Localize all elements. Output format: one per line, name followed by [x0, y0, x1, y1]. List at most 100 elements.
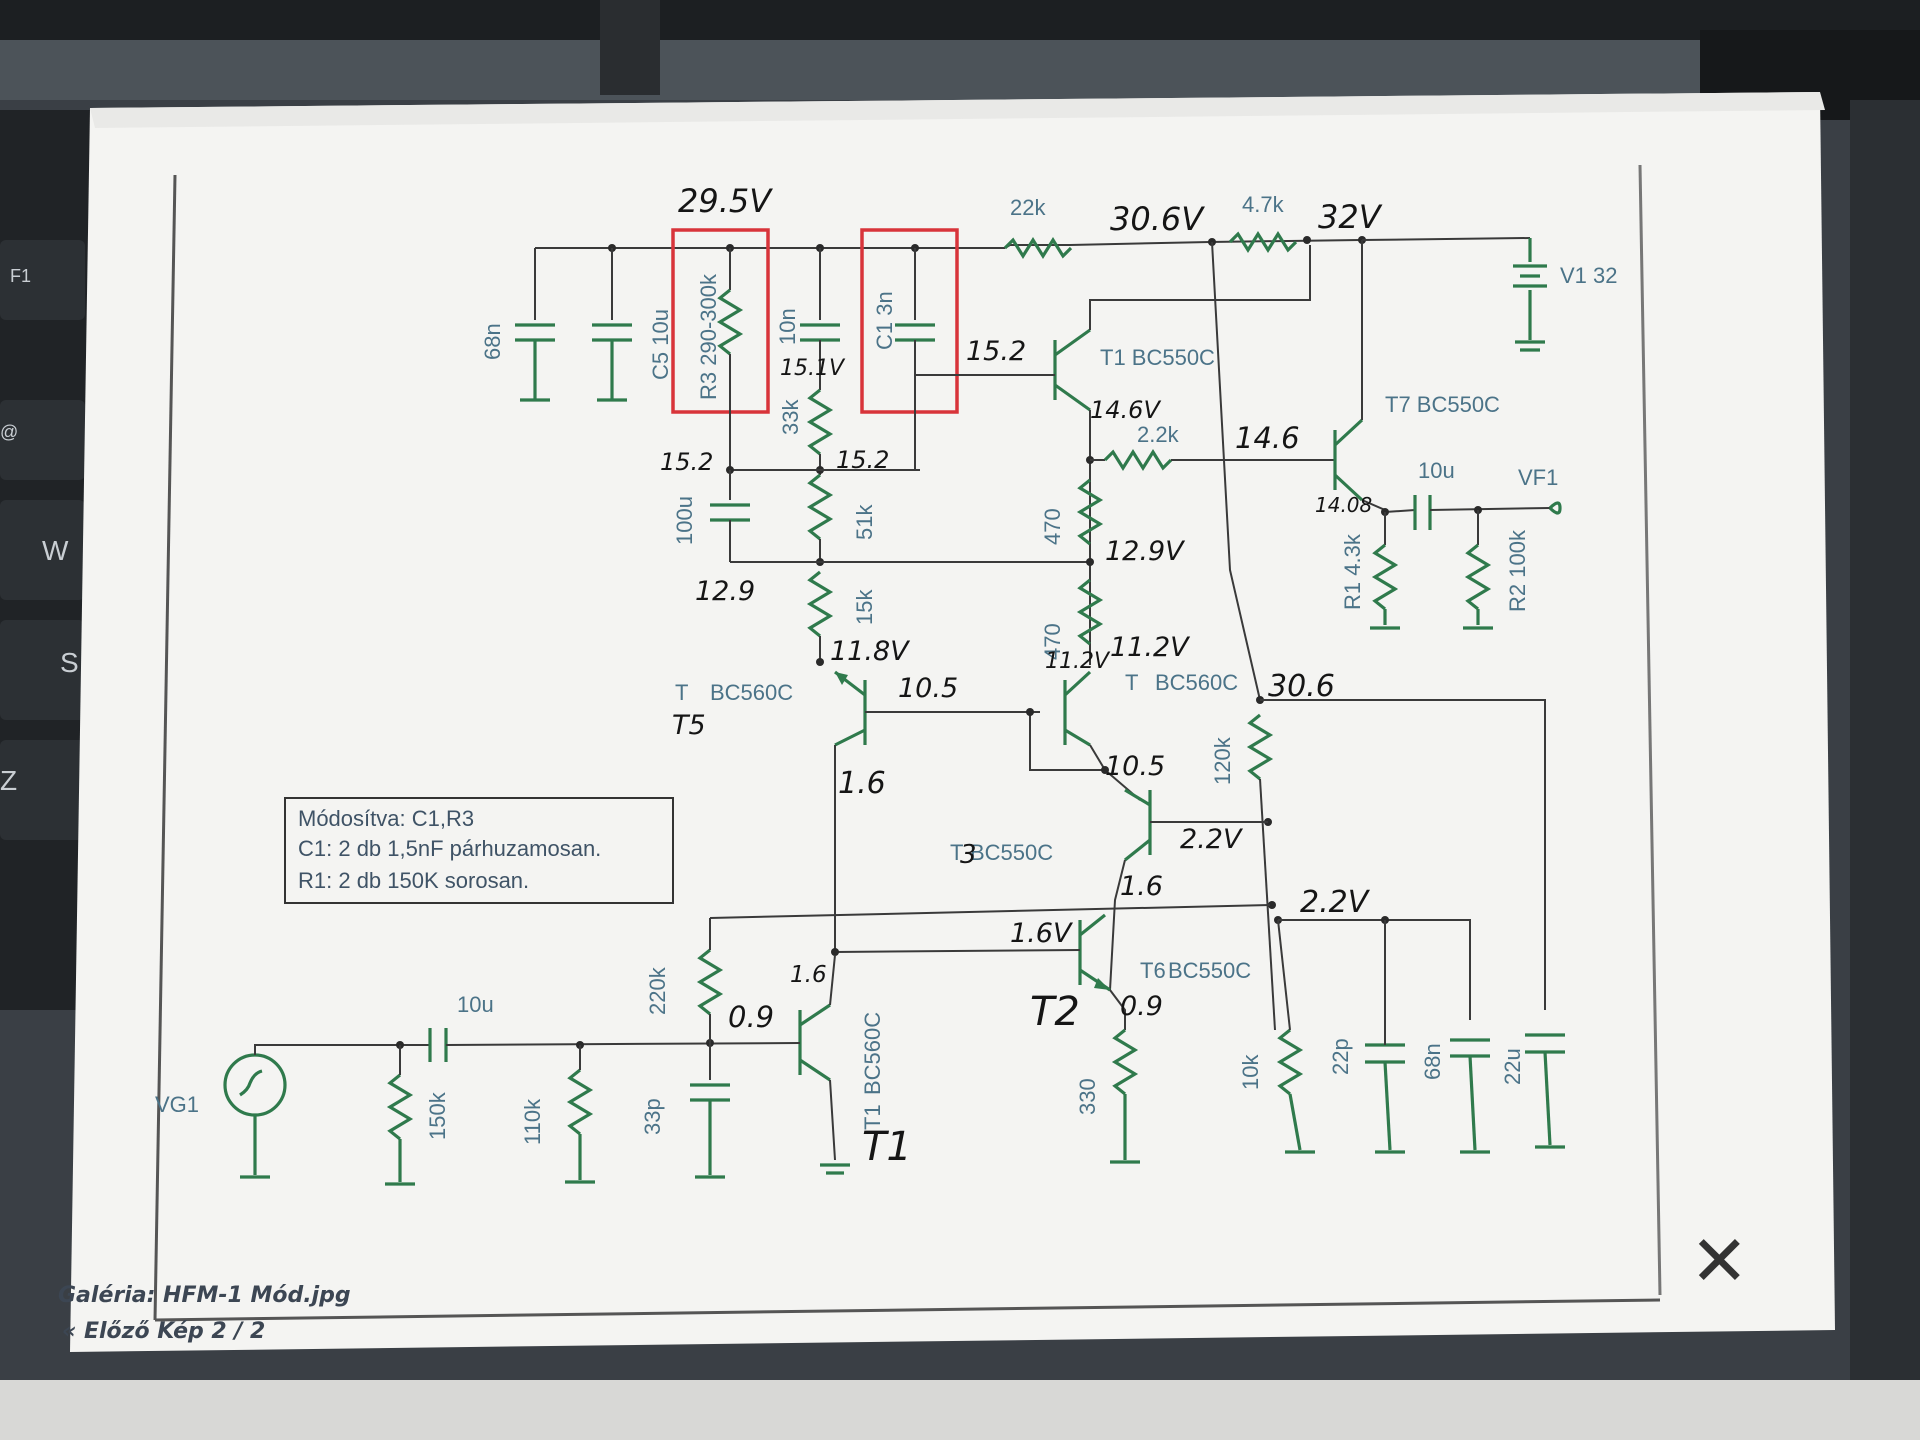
label-110k: 110k — [520, 1098, 545, 1145]
note-line1: Módosítva: C1,R3 — [298, 806, 474, 831]
label-t4-type: BC560C — [1155, 670, 1238, 695]
label-t1-type: BC560C — [860, 1012, 885, 1095]
key-s: S — [60, 647, 79, 678]
label-t5-type: BC560C — [710, 680, 793, 705]
label-v1: V1 32 — [1560, 263, 1618, 288]
hw-32v: 32V — [1318, 198, 1383, 236]
label-470a: 470 — [1040, 508, 1065, 545]
key-z: Z — [0, 765, 17, 796]
label-470b: 470 — [1040, 623, 1065, 660]
label-10u-out: 10u — [1418, 458, 1455, 483]
hw-11-8v: 11.8V — [830, 636, 911, 667]
label-68n-bottom: 68n — [1420, 1043, 1445, 1080]
right-edge — [1850, 100, 1920, 1440]
gallery-title: Galéria: HFM-1 Mód.jpg — [58, 1283, 351, 1308]
schematic: 22k 4.7k V1 32 68n C5 10u R3 290-300k — [155, 192, 1618, 1186]
label-t1-prefix: T1 — [860, 1104, 885, 1130]
label-22u: 22u — [1500, 1048, 1525, 1085]
label-10n: 10n — [775, 308, 800, 345]
hw-15-1v: 15.1V — [780, 356, 846, 381]
highlight-c1 — [860, 228, 959, 414]
label-r2: R2 100k — [1505, 529, 1530, 612]
label-t2-prefix: T6 — [1140, 958, 1166, 983]
hw-2-2v-b: 2.2V — [1300, 885, 1371, 920]
hw-14-6v: 14.6V — [1090, 396, 1161, 424]
hw-2-2v-a: 2.2V — [1180, 824, 1244, 855]
label-t5-prefix: T — [675, 680, 688, 705]
bottom-surface — [0, 1380, 1920, 1440]
label-4-7k: 4.7k — [1242, 192, 1285, 217]
hw-t3-number: 3 — [960, 840, 977, 870]
hw-t1: T1 — [862, 1124, 912, 1170]
note-line3: R1: 2 db 150K sorosan. — [298, 868, 529, 893]
label-c1: C1 3n — [872, 291, 897, 350]
hw-12-9v: 12.9V — [1105, 536, 1186, 567]
hw-10-5-b: 10.5 — [1105, 751, 1165, 782]
hw-11-2v-b: 11.2V — [1110, 632, 1191, 663]
hw-15-2-left: 15.2 — [660, 448, 713, 476]
handwritten-annotations: 29.5V 30.6V 32V 15.2 15.1V 14.6V 14.6 15… — [660, 182, 1383, 1170]
label-100u: 100u — [672, 496, 697, 545]
label-t3-prefix: T — [950, 840, 963, 865]
paper-shadow — [90, 92, 1825, 128]
label-33p: 33p — [640, 1098, 665, 1135]
label-2-2k: 2.2k — [1137, 422, 1180, 447]
label-10u-in: 10u — [457, 992, 494, 1017]
hw-14-6: 14.6 — [1235, 421, 1300, 455]
note-line2: C1: 2 db 1,5nF párhuzamosan. — [298, 836, 601, 861]
label-t1-top: T1 BC550C — [1100, 345, 1215, 370]
label-10k: 10k — [1238, 1054, 1263, 1090]
hw-1-6-b: 1.6 — [1120, 871, 1163, 902]
label-22k: 22k — [1010, 195, 1046, 220]
hw-15-2-mid: 15.2 — [836, 446, 889, 474]
paper-sheet — [70, 92, 1835, 1352]
label-vf1: VF1 — [1518, 465, 1558, 490]
hw-t5: T5 — [672, 710, 706, 741]
hw-10-5-a: 10.5 — [898, 673, 958, 704]
key-w: W — [42, 535, 69, 566]
highlight-r3 — [671, 228, 770, 414]
label-68n-top: 68n — [480, 323, 505, 360]
monitor-stand-area — [0, 40, 1920, 100]
monitor-bezel — [0, 0, 1920, 40]
label-33k: 33k — [778, 399, 803, 435]
label-t3-type: BC550C — [970, 840, 1053, 865]
label-t4-prefix: T — [1125, 670, 1138, 695]
label-c5: C5 10u — [648, 309, 673, 380]
hw-12-9: 12.9 — [695, 576, 755, 607]
hw-30-6: 30.6 — [1268, 669, 1335, 704]
label-22p: 22p — [1328, 1038, 1353, 1075]
label-t7: T7 BC550C — [1385, 392, 1500, 417]
label-t2-type: BC550C — [1168, 958, 1251, 983]
hw-t2: T2 — [1030, 989, 1080, 1035]
label-15k: 15k — [852, 589, 877, 625]
hw-29-5v: 29.5V — [678, 182, 773, 220]
hw-1-6-c: 1.6 — [790, 962, 827, 988]
hw-1-6-a: 1.6 — [838, 766, 886, 801]
hw-0-9-a: 0.9 — [728, 1000, 774, 1034]
cable — [600, 0, 660, 95]
hw-1-6v: 1.6V — [1010, 918, 1074, 949]
key-at: @ — [0, 422, 18, 442]
hw-0-9-b: 0.9 — [1120, 991, 1163, 1022]
hw-15-2-base: 15.2 — [966, 336, 1026, 367]
hw-11-2v-a: 11.2V — [1045, 649, 1111, 674]
label-120k: 120k — [1210, 736, 1235, 785]
note-box: Módosítva: C1,R3 C1: 2 db 1,5nF párhuzam… — [284, 797, 674, 904]
gallery-nav: « Előző Kép 2 / 2 — [62, 1319, 265, 1344]
printed-frame — [153, 164, 1662, 1322]
keyboard: F1 @ W S Z — [0, 110, 95, 1010]
label-51k: 51k — [852, 504, 877, 540]
label-vg1: VG1 — [155, 1092, 199, 1117]
label-150k: 150k — [425, 1091, 450, 1140]
label-220k: 220k — [645, 966, 670, 1015]
close-icon: ✕ — [1690, 1220, 1749, 1302]
hw-30-6v: 30.6V — [1110, 200, 1205, 238]
label-r3: R3 290-300k — [696, 273, 721, 400]
label-330: 330 — [1075, 1078, 1100, 1115]
label-r1: R1 4.3k — [1340, 533, 1365, 610]
hw-14-08: 14.08 — [1315, 493, 1372, 517]
key-f1: F1 — [10, 266, 31, 286]
